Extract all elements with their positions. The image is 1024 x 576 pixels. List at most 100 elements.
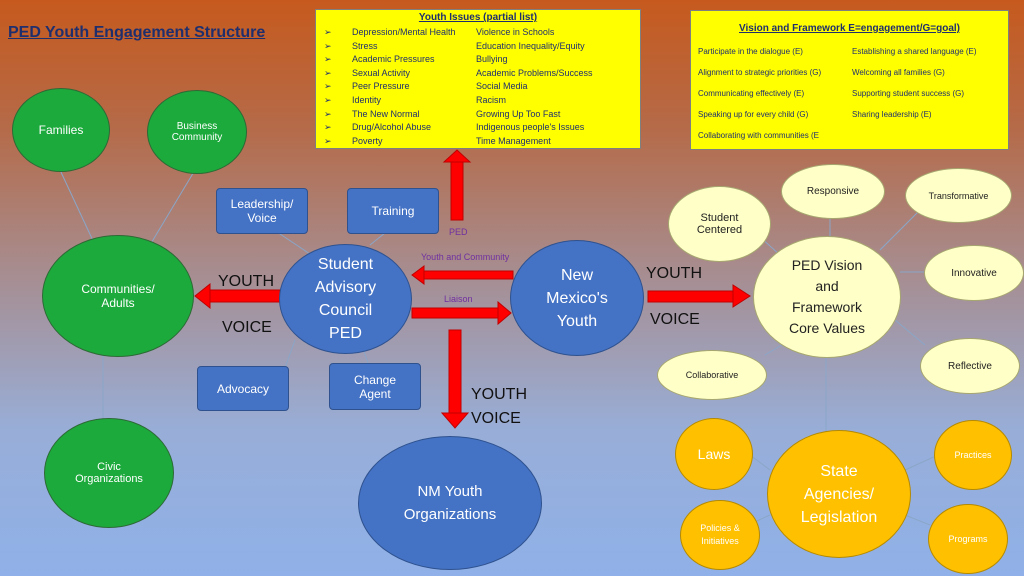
civic-organizations-label: Civic Organizations [75, 461, 143, 485]
transformative-label: Transformative [928, 190, 989, 201]
youth-issue-text: Identity [352, 94, 382, 105]
practices-node: Practices [934, 420, 1012, 490]
innovative-label: Innovative [951, 267, 997, 279]
youth-issue-item: Social Media [476, 80, 593, 94]
leadership-voice-box: Leadership/ Voice [216, 188, 308, 234]
youth-issue-item: ➢Sexual Activity [324, 67, 456, 81]
youth-issue-text: Violence in Schools [476, 27, 555, 37]
vision-framework-heading: Vision and Framework E=engagement/G=goal… [739, 23, 960, 34]
youth-issue-item: ➢ Academic Pressures [324, 53, 456, 67]
youth-issue-item: ➢ Poverty [324, 135, 456, 149]
youth-issue-item: Racism [476, 94, 593, 108]
youth-issue-text: Indigenous people's Issues [476, 122, 585, 133]
youth-issue-text: Social Media [476, 81, 528, 92]
advocacy-label: Advocacy [216, 381, 270, 396]
innovative-node: Innovative [924, 245, 1024, 301]
voice-right-label: VOICE [650, 311, 700, 328]
vision-item: Alignment to strategic priorities (G) [698, 68, 822, 77]
youth-issue-item: ➢ Drug/Alcohol Abuse [324, 121, 456, 135]
youth-issue-item: Academic Problems/Success [476, 67, 593, 81]
leadership-voice-label: Leadership/ Voice [230, 197, 294, 225]
arrow-bullet-icon: ➢ [324, 108, 332, 119]
youth-down-label: YOUTH [471, 386, 527, 403]
youth-issue-item: Violence in Schools [476, 26, 593, 40]
nm-youth-organizations-node: NM Youth Organizations [358, 436, 542, 570]
arrow-bullet-icon: ➢ [324, 81, 332, 92]
business-community-node: Business Community [147, 90, 247, 174]
arrow-bullet-icon: ➢ [324, 135, 332, 146]
arrow-bullet-icon: ➢ [324, 67, 332, 78]
page-title: PED Youth Engagement Structure [8, 24, 266, 41]
youth-issue-text: Poverty [352, 135, 383, 146]
youth-issue-item: ➢Depression/Mental Health [324, 26, 456, 40]
red-arrows [194, 149, 751, 429]
change-agent-label: Change Agent [353, 372, 397, 401]
vision-item: Welcoming all families (G) [852, 68, 945, 77]
youth-issue-text: The New Normal [352, 108, 420, 119]
ped-vision-node: PED Vision and Framework Core Values [753, 236, 901, 358]
youth-issue-text: Racism [476, 94, 507, 105]
youth-issue-item: ➢ Stress [324, 40, 456, 54]
collaborative-node: Collaborative [657, 350, 767, 400]
practices-label: Practices [954, 450, 992, 460]
youth-issues-box: Youth Issues (partial list) ➢Depression/… [315, 9, 641, 149]
change-agent-box: Change Agent [329, 363, 421, 410]
laws-label: Laws [697, 446, 731, 462]
youth-issue-text: Academic Pressures [352, 54, 435, 65]
youth-issue-item: Bullying [476, 53, 593, 67]
policies-initiatives-node: Policies & Initiatives [680, 500, 760, 570]
programs-node: Programs [928, 504, 1008, 574]
youth-issue-text: Academic Problems/Success [476, 67, 593, 78]
vision-item: Supporting student success (G) [852, 89, 965, 98]
new-mexico-youth-node: New Mexico's Youth [510, 240, 644, 356]
youth-issue-item: Time Management [476, 135, 593, 149]
youth-issue-text: Peer Pressure [352, 81, 410, 92]
voice-left-label: VOICE [222, 319, 272, 336]
youth-issue-text: Bullying [476, 54, 508, 65]
laws-node: Laws [675, 418, 753, 490]
ped-vision-label: PED Vision and Framework Core Values [788, 257, 865, 336]
nm-youth-organizations-label: NM Youth Organizations [403, 483, 497, 523]
training-box: Training [347, 188, 439, 234]
arrow-bullet-icon: ➢ [324, 54, 332, 65]
vision-item: Speaking up for every child (G) [698, 110, 809, 119]
ped-arrow-label: PED [449, 227, 468, 237]
arrow-bullet-icon: ➢ [324, 40, 332, 51]
advocacy-box: Advocacy [197, 366, 289, 411]
vision-item: Collaborating with communities (E [698, 131, 819, 140]
responsive-node: Responsive [781, 164, 885, 219]
youth-issue-text: Drug/Alcohol Abuse [352, 122, 432, 133]
youth-issue-item: ➢Identity [324, 94, 456, 108]
student-advisory-council-label: Student Advisory Council PED [314, 256, 377, 342]
student-advisory-council-node: Student Advisory Council PED [279, 244, 412, 354]
reflective-label: Reflective [948, 360, 992, 372]
training-label: Training [371, 204, 415, 218]
communities-adults-node: Communities/ Adults [42, 235, 194, 357]
vision-item: Sharing leadership (E) [852, 110, 932, 119]
youth-left-label: YOUTH [218, 273, 274, 290]
youth-issue-text: Stress [352, 40, 378, 51]
new-mexico-youth-label: New Mexico's Youth [546, 266, 608, 330]
youth-issue-text: Growing Up Too Fast [476, 108, 561, 119]
youth-issue-text: Education Inequality/Equity [476, 40, 585, 51]
youth-issue-item: Education Inequality/Equity [476, 40, 593, 54]
state-agencies-node: State Agencies/ Legislation [767, 430, 911, 558]
youth-issues-heading: Youth Issues (partial list) [418, 12, 538, 23]
state-agencies-label: State Agencies/ Legislation [800, 462, 878, 526]
communities-adults-label: Communities/ Adults [81, 282, 155, 310]
youth-issue-text: Time Management [476, 135, 551, 146]
arrow-bullet-icon: ➢ [324, 27, 332, 37]
youth-issue-item: Indigenous people's Issues [476, 121, 593, 135]
policies-initiatives-label: Policies & Initiatives [700, 523, 740, 546]
families-label: Families [38, 123, 84, 137]
youth-issues-left: ➢Depression/Mental Health➢Stress➢Academi… [324, 26, 456, 148]
responsive-label: Responsive [806, 186, 860, 197]
arrow-bullet-icon: ➢ [324, 122, 332, 133]
student-centered-node: Student Centered [668, 186, 771, 262]
vision-item: Communicating effectively (E) [698, 89, 805, 98]
youth-issue-item: ➢ Peer Pressure [324, 80, 456, 94]
youth-right-label: YOUTH [646, 265, 702, 282]
civic-organizations-node: Civic Organizations [44, 418, 174, 528]
